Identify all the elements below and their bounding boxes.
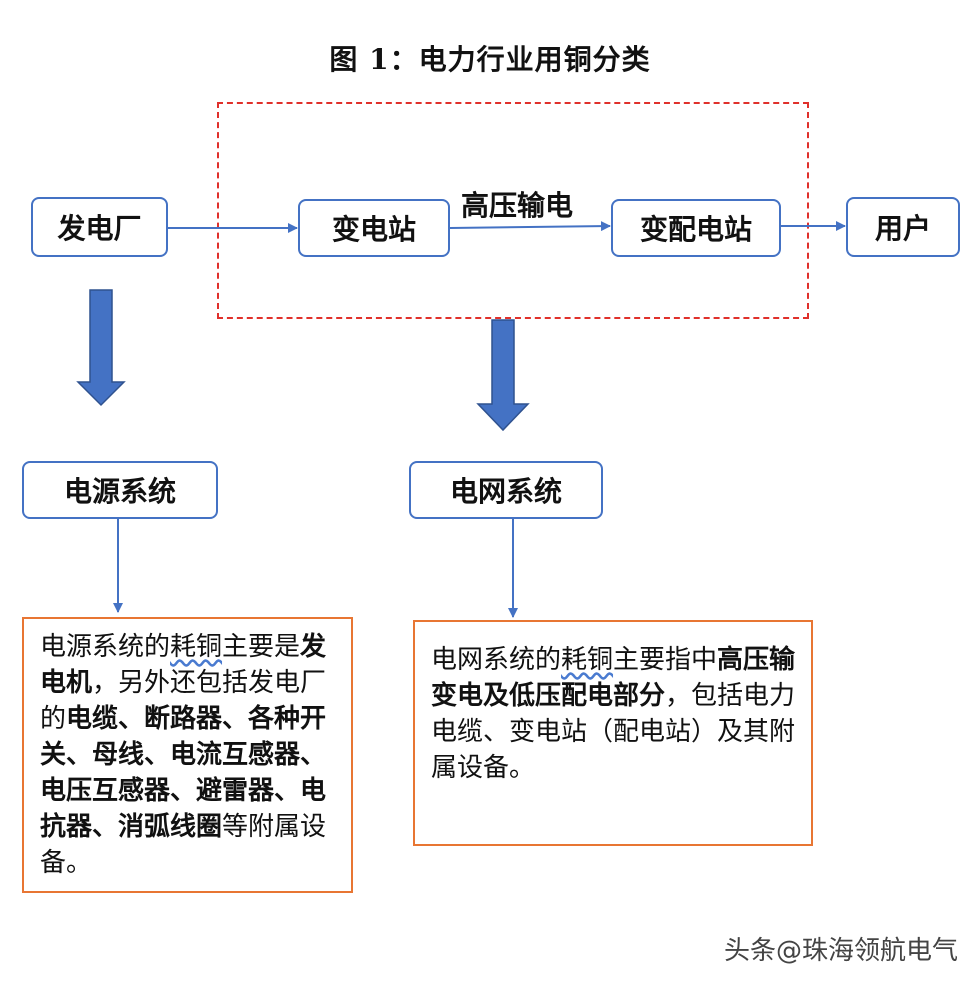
- watermark: 头条@珠海领航电气: [723, 936, 958, 966]
- node-substation: 变电站: [298, 199, 450, 257]
- node-user-label: 用户: [874, 212, 931, 245]
- block-arrow-down-left: [76, 289, 126, 407]
- power-desc-bold-equipment: 电缆、断路器、各种开关、母线、电流互感器、电压互感器、避雷器、电抗器、消弧线圈: [40, 704, 327, 842]
- figure-title: 图 1：电力行业用铜分类: [329, 43, 651, 76]
- node-power-system: 电源系统: [22, 461, 218, 519]
- node-power-plant-label: 发电厂: [57, 212, 142, 245]
- grid-desc-bold-hv-lv: 高压输变电及低压配电部分: [431, 645, 796, 711]
- power-desc-text-4: 等附属设备。: [40, 812, 327, 878]
- grid-system-description: 电网系统的耗铜主要指中高压输变电及低压配电部分，包括电力电缆、变电站（配电站）及…: [413, 620, 813, 846]
- node-power-plant: 发电厂: [31, 197, 168, 257]
- node-grid-system-label: 电网系统: [449, 475, 562, 508]
- node-substation-label: 变电站: [331, 213, 416, 246]
- power-desc-text-1: 电源系统的: [40, 632, 171, 662]
- power-desc-bold-generator: 发电机: [40, 632, 327, 698]
- grid-desc-copy-consumption: 耗铜: [561, 645, 614, 675]
- transmission-group-box: [217, 102, 809, 319]
- node-user: 用户: [846, 197, 960, 257]
- node-power-system-label: 电源系统: [63, 475, 176, 508]
- node-distribution-substation-label: 变配电站: [639, 213, 752, 246]
- power-system-description: 电源系统的耗铜主要是发电机，另外还包括发电厂的电缆、断路器、各种开关、母线、电流…: [22, 617, 353, 893]
- grid-desc-text-2: 主要指中: [613, 645, 718, 675]
- node-grid-system: 电网系统: [409, 461, 603, 519]
- power-desc-text-3: ，另外还包括发电厂的: [40, 668, 327, 734]
- power-desc-copy-consumption: 耗铜: [170, 632, 223, 662]
- edge-label-hv-transmission: 高压输电: [461, 189, 574, 222]
- node-distribution-substation: 变配电站: [611, 199, 781, 257]
- block-arrow-down-middle: [476, 319, 530, 432]
- grid-desc-text-3: ，包括电力电缆、变电站（配电站）及其附属设备。: [431, 681, 796, 783]
- grid-desc-text-1: 电网系统的: [431, 645, 562, 675]
- power-desc-text-2: 主要是: [222, 632, 301, 662]
- arrow-substation-to-distribution: [449, 221, 611, 232]
